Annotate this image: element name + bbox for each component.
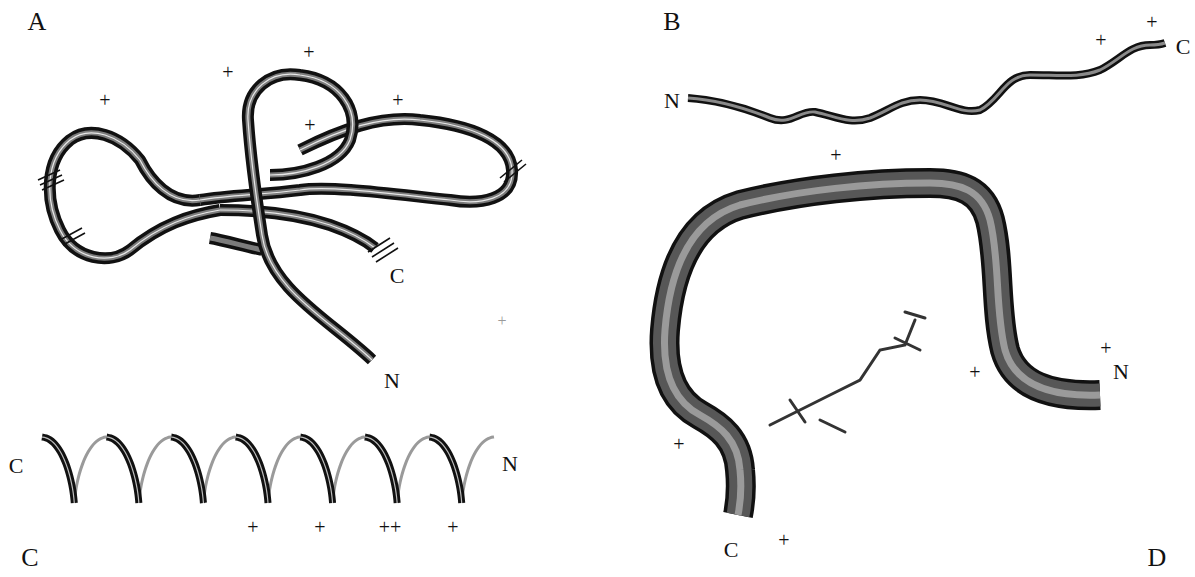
charge-sign: + (969, 362, 980, 382)
helix-highlight (365, 437, 397, 503)
charge-sign: + (247, 517, 258, 537)
terminus-label: C (390, 265, 405, 287)
helix-highlight (42, 437, 74, 503)
helix-highlight (429, 437, 461, 503)
helix-front (107, 437, 139, 503)
charge-sign: + (222, 62, 233, 82)
terminus-label: C (9, 455, 24, 477)
charge-sign: + (392, 90, 403, 110)
helix-front (171, 437, 203, 503)
charge-sign: + (830, 145, 841, 165)
charge-sign: + (304, 115, 315, 135)
helix-back (203, 437, 235, 503)
helix-front (365, 437, 397, 503)
helix-highlight (300, 437, 332, 503)
helix-back (268, 437, 300, 503)
helix-back (139, 437, 171, 503)
helix-back (462, 437, 494, 503)
terminus-label: C (1176, 36, 1191, 58)
panel-letter: D (1148, 545, 1167, 571)
charge-sign: + (447, 517, 458, 537)
charge-sign: + (673, 434, 684, 454)
terminus-label: N (502, 453, 518, 475)
helix-front (42, 437, 74, 503)
helix-back (397, 437, 429, 503)
center-mark: + (497, 313, 506, 329)
disulfide-marks (38, 160, 526, 262)
charge-sign: ++ (379, 517, 402, 537)
terminus-label: N (384, 370, 400, 392)
ribbon-a (50, 74, 512, 360)
terminus-label: N (1113, 361, 1129, 383)
panel-letter: B (663, 9, 680, 35)
terminus-label: N (664, 90, 680, 112)
ribbon-d (664, 183, 1100, 515)
panel-letter: A (28, 9, 47, 35)
charge-sign: + (99, 90, 110, 110)
charge-sign: + (778, 530, 789, 550)
helix-front (236, 437, 268, 503)
helix-c (42, 437, 494, 503)
helix-back (74, 437, 106, 503)
charge-sign: + (1100, 338, 1111, 358)
helix-front (429, 437, 461, 503)
charge-sign: + (303, 42, 314, 62)
charge-sign: + (1146, 12, 1157, 32)
helix-highlight (171, 437, 203, 503)
charge-sign: + (1095, 30, 1106, 50)
side-chain-sticks (770, 312, 925, 432)
charge-sign: + (314, 517, 325, 537)
helix-back (333, 437, 365, 503)
ribbon-b (688, 43, 1165, 121)
helix-highlight (107, 437, 139, 503)
panel-letter: C (21, 545, 38, 571)
terminus-label: C (724, 539, 739, 561)
helix-front (300, 437, 332, 503)
helix-highlight (236, 437, 268, 503)
